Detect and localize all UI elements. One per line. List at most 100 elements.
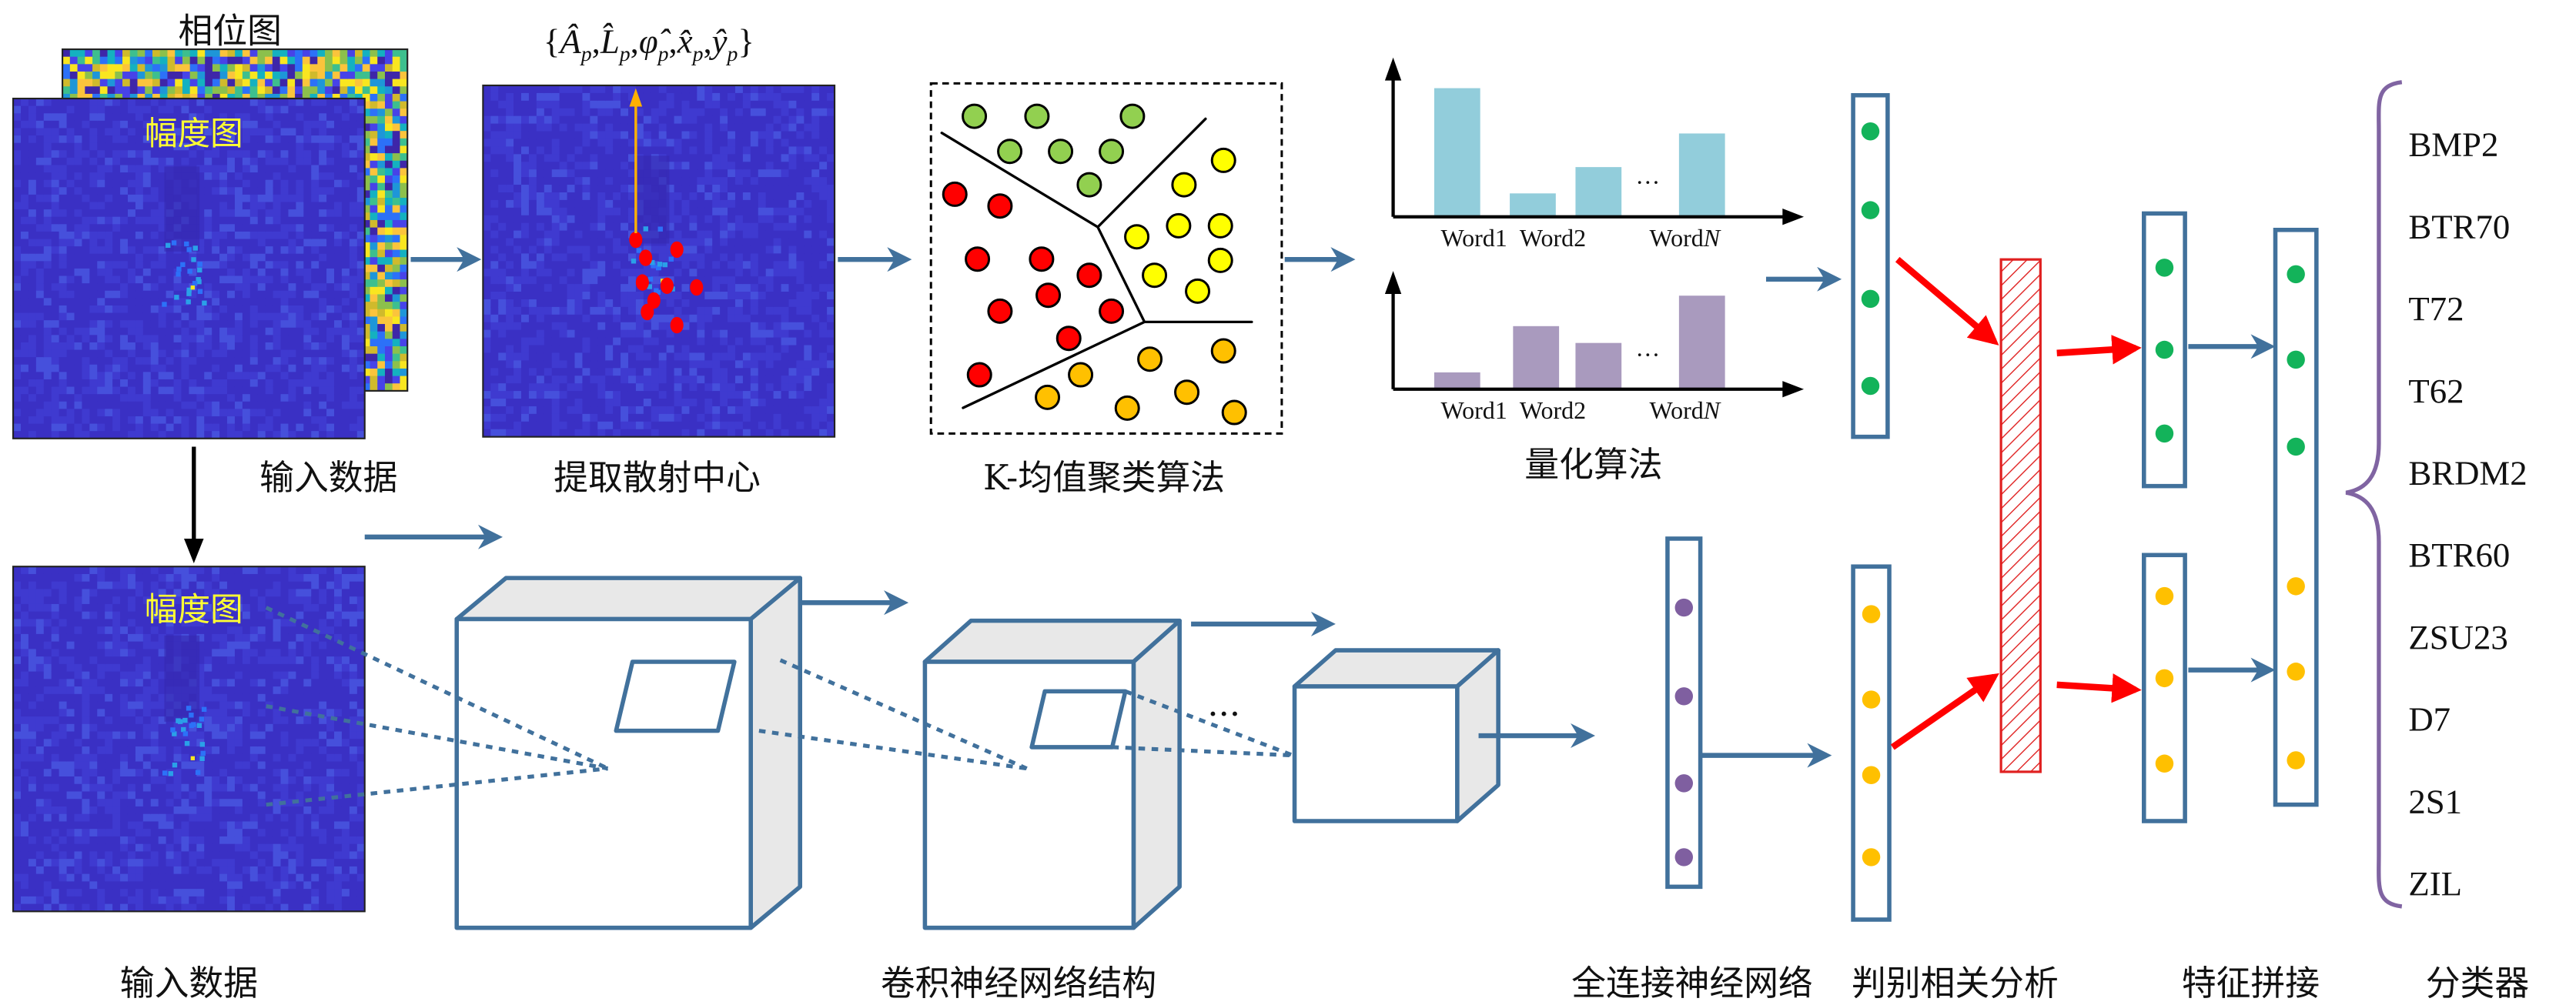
fc-feature-node — [1674, 687, 1694, 706]
cluster-yellow-point — [1166, 212, 1192, 239]
fused-bow-node — [2287, 350, 2305, 369]
histogram-bar — [1678, 133, 1725, 217]
scatter-center-image — [482, 84, 836, 438]
cluster-yellow-point — [1207, 247, 1233, 273]
word-label: Word2 — [1520, 396, 1586, 424]
class-label: BTR70 — [2408, 207, 2510, 245]
cnn-feature-node — [1862, 605, 1881, 623]
cluster-red-point — [1055, 326, 1082, 352]
cluster-green-point — [1048, 139, 1074, 165]
cluster-orange-point — [1035, 384, 1061, 410]
dca-cnn-node — [2155, 669, 2174, 688]
bow-feature-node — [1861, 289, 1880, 309]
word-label: Word2 — [1520, 224, 1586, 252]
word-label: Word1 — [1440, 224, 1507, 252]
cluster-green-point — [1099, 139, 1125, 165]
scatter-center-point — [639, 249, 653, 266]
cluster-yellow-point — [1207, 212, 1233, 239]
bow-feature-node — [1861, 376, 1880, 396]
amplitude-map-image — [12, 97, 366, 439]
amplitude-map-label: 幅度图 — [145, 115, 243, 153]
histogram-bar — [1510, 193, 1556, 217]
class-label: T62 — [2408, 372, 2464, 410]
cluster-red-point — [965, 246, 991, 272]
fused-cnn-node — [2287, 663, 2305, 681]
cluster-orange-point — [1221, 399, 1247, 426]
phase-map-label: 相位图 — [179, 11, 282, 52]
conv-layer-1 — [454, 576, 802, 930]
cluster-red-point — [1099, 298, 1125, 324]
input-data-caption-bottom: 输入数据 — [120, 963, 258, 1003]
class-label: D7 — [2408, 700, 2451, 739]
cluster-red-point — [1035, 282, 1062, 309]
cluster-yellow-point — [1210, 147, 1236, 173]
amplitude-map-label-bottom: 幅度图 — [145, 591, 243, 629]
dca-transform-block — [1999, 258, 2042, 773]
cluster-yellow-point — [1142, 262, 1168, 289]
conv-layer-3 — [1292, 648, 1500, 823]
scatter-center-point — [670, 241, 684, 259]
scatter-center-point — [635, 274, 649, 291]
concat-caption: 特征拼接 — [2182, 963, 2320, 1003]
cluster-red-point — [942, 181, 968, 207]
class-label: BMP2 — [2408, 125, 2498, 164]
scatter-center-point — [670, 316, 684, 334]
receptive-field-2 — [1029, 689, 1128, 750]
fused-bow-node — [2287, 437, 2305, 456]
histogram-bar — [1434, 88, 1480, 217]
cluster-green-point — [1119, 103, 1146, 129]
cluster-orange-point — [1137, 346, 1163, 372]
cluster-points — [942, 103, 1247, 426]
feature-nodes — [1674, 122, 2305, 866]
bow-feature-node — [1861, 122, 1880, 141]
fc-feature-node — [1674, 848, 1694, 866]
fused-cnn-node — [2287, 751, 2305, 770]
kmeans-caption: K-均值聚类算法 — [983, 457, 1225, 498]
dca-bow-node — [2155, 340, 2174, 359]
word-label: Word1 — [1440, 396, 1507, 424]
dca-bow-node — [2155, 259, 2174, 277]
bow-feature-node — [1861, 201, 1880, 219]
histogram-bar — [1513, 326, 1560, 389]
word-label: WordN — [1649, 224, 1721, 252]
fused-feature-vector — [2273, 227, 2319, 807]
extract-scatter-caption: 提取散射中心 — [554, 457, 761, 498]
receptive-field-1 — [614, 659, 737, 733]
fc-feature-vector — [1665, 536, 1703, 890]
scatter-center-point — [647, 292, 661, 309]
cluster-red-point — [987, 193, 1013, 219]
bow-feature-vector — [1851, 93, 1890, 439]
class-brace — [2345, 80, 2403, 909]
fc-caption: 全连接神经网络 — [1571, 963, 1813, 1003]
class-label: BRDM2 — [2408, 454, 2527, 492]
cluster-red-point — [966, 362, 992, 388]
class-label: BTR60 — [2408, 536, 2510, 574]
class-label: ZSU23 — [2408, 618, 2507, 656]
dca-arrows — [1890, 256, 2142, 750]
class-label: T72 — [2408, 289, 2464, 328]
dca-bow-node — [2155, 424, 2174, 443]
input-data-caption: 输入数据 — [259, 457, 397, 498]
conv-layer-2 — [922, 618, 1182, 930]
cluster-green-point — [1076, 172, 1102, 198]
scatter-center-point — [690, 279, 704, 296]
fused-cnn-node — [2287, 577, 2305, 596]
scatter-center-point — [641, 303, 654, 321]
histogram-ellipsis: ··· — [1635, 169, 1660, 196]
histogram-bar — [1575, 342, 1622, 389]
cluster-green-point — [1024, 103, 1050, 129]
histogram-1: ··· Word1 Word2 WordN — [1384, 57, 1805, 252]
dca-cnn-node — [2155, 754, 2174, 773]
cluster-red-point — [987, 298, 1013, 324]
cluster-orange-point — [1174, 379, 1200, 406]
histogram-bar — [1434, 372, 1480, 389]
x-axis-arrow-icon — [1782, 209, 1805, 225]
dca-cnn-node — [2155, 586, 2174, 606]
cnn-feature-node — [1862, 766, 1881, 784]
histogram-bar — [1575, 167, 1622, 217]
cluster-orange-point — [1114, 395, 1140, 421]
cluster-boundaries — [940, 117, 1253, 409]
